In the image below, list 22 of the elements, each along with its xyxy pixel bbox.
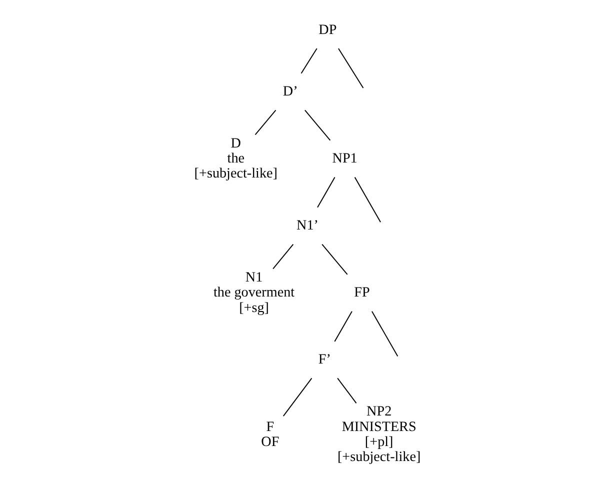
connector — [321, 244, 348, 275]
connector — [254, 110, 276, 136]
connector — [304, 110, 330, 141]
node-text: F OF — [260, 418, 279, 450]
node-text: DP — [318, 22, 336, 38]
node-text: N1’ — [296, 218, 318, 234]
node-text: D the [+subject-like] — [194, 135, 277, 182]
connector — [334, 311, 352, 342]
connector — [338, 48, 364, 88]
node-text: NP1 — [332, 150, 357, 167]
connector — [316, 177, 335, 208]
node-text: FP — [354, 284, 370, 301]
connector — [371, 311, 398, 356]
node-text: D’ — [282, 84, 298, 100]
connector — [354, 177, 380, 222]
node-text: NP2 MINISTERS [+pl] [+subject-like] — [337, 404, 420, 466]
node-text: N1 the goverment [+sg] — [213, 270, 294, 316]
connector — [300, 48, 317, 74]
connector — [336, 378, 356, 404]
connector — [272, 244, 294, 270]
connector — [282, 378, 312, 416]
node-text: F’ — [318, 352, 330, 368]
